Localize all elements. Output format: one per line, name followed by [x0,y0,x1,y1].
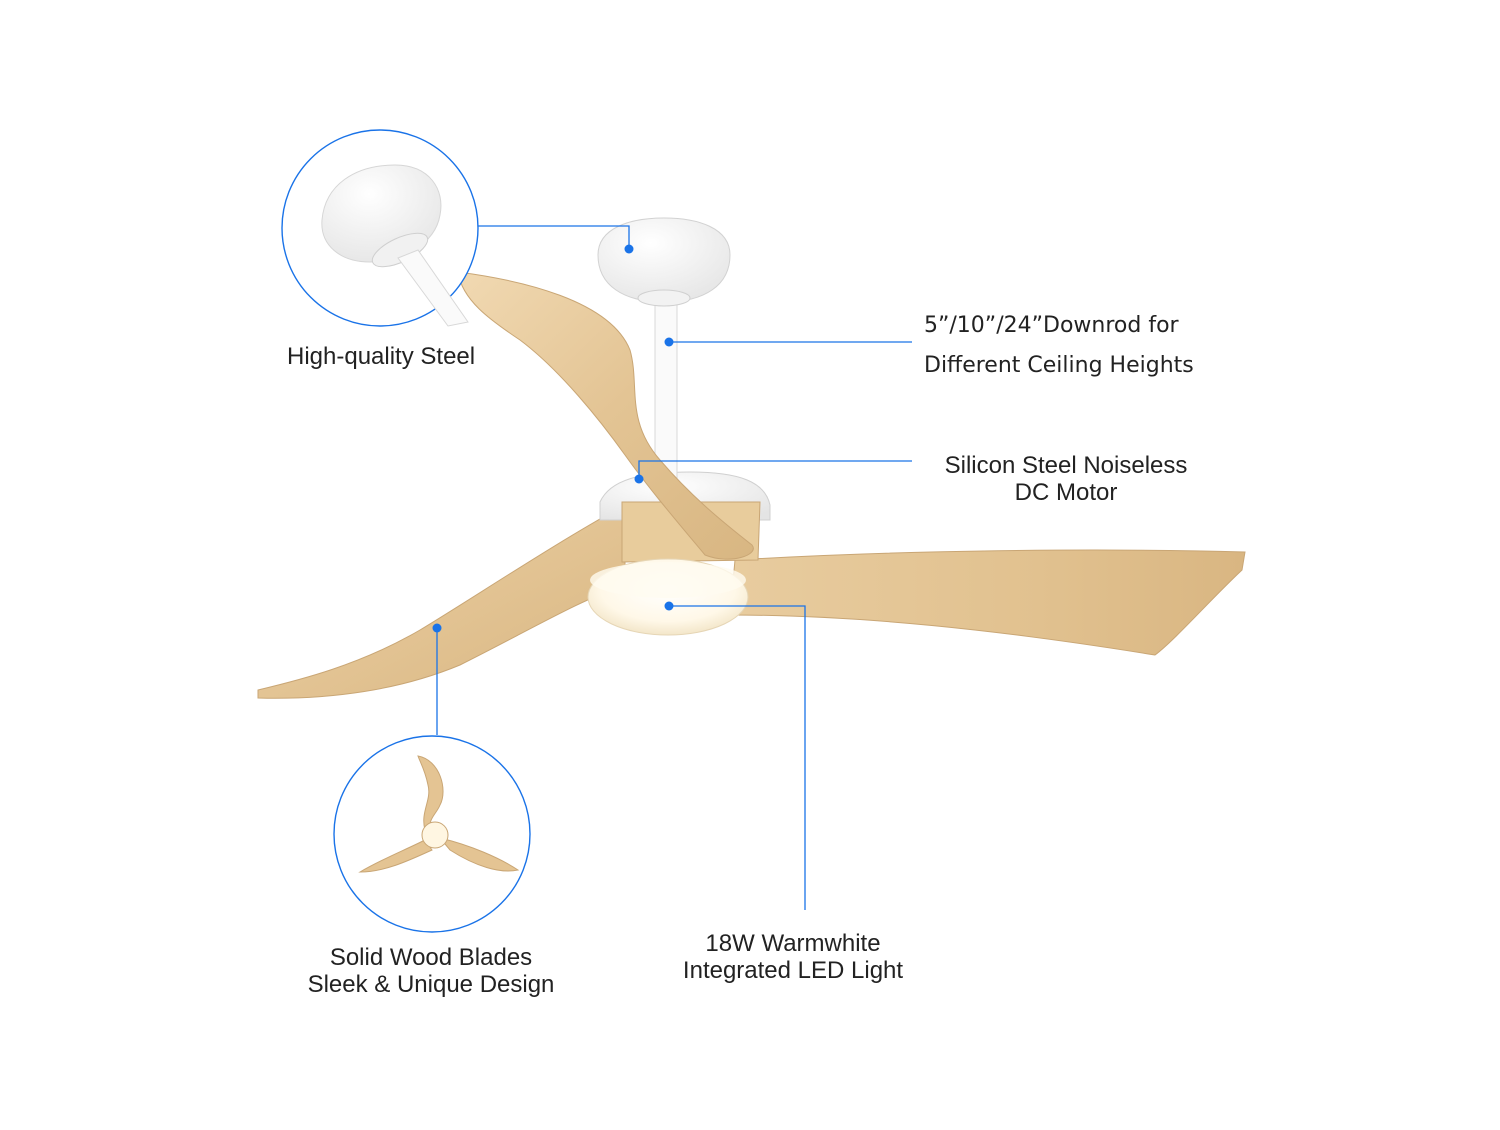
motor-callout-line1: Silicon Steel Noiseless [944,452,1188,479]
light-callout-line1: 18W Warmwhite [705,930,881,957]
blades-callout-line2: Sleek & Unique Design [307,971,555,998]
canopy-callout-text: High-quality Steel [287,343,476,370]
downrod-callout-label: 5”/10”/24”Downrod for Different Ceiling … [924,306,1194,386]
light-callout-label: 18W Warmwhite Integrated LED Light [664,930,922,984]
motor-callout-label: Silicon Steel Noiseless DC Motor [930,452,1202,506]
canopy-callout-label: High-quality Steel [287,343,475,370]
canopy [597,217,731,303]
light-callout-line2: Integrated LED Light [682,957,904,984]
motor-callout-line2: DC Motor [1014,479,1118,506]
downrod-callout-line1: 5”/10”/24”Downrod for [924,313,1179,338]
blades-callout-label: Solid Wood Blades Sleek & Unique Design [290,944,572,998]
downrod [654,297,678,479]
downrod-callout-line2: Different Ceiling Heights [924,353,1194,378]
blades-callout-line1: Solid Wood Blades [329,944,533,971]
top-blade [457,271,754,560]
right-blade [729,549,1246,656]
left-blade [257,504,626,699]
canopy-detail-circle [281,129,479,327]
blades-detail-circle [333,735,531,933]
